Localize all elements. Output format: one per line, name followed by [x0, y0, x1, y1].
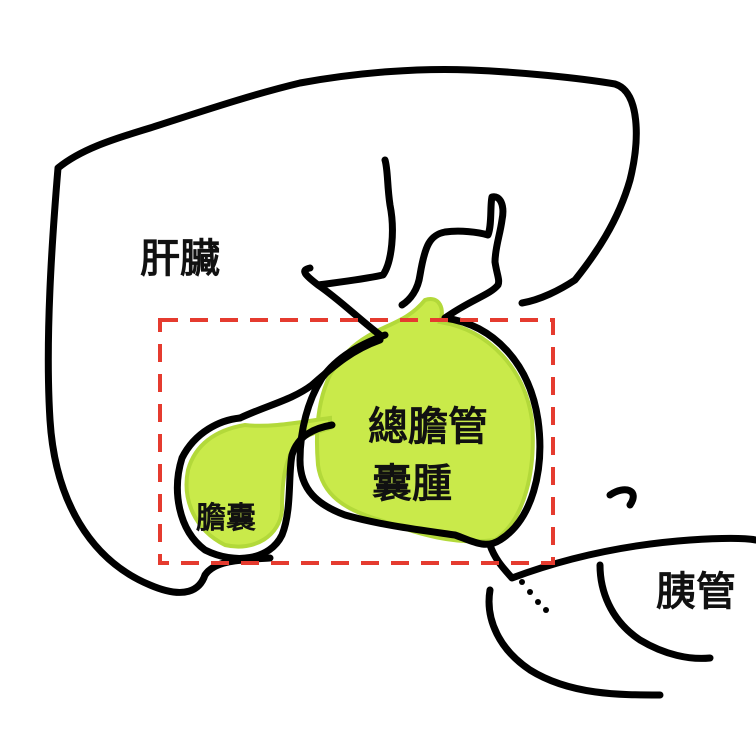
bile-duct-cyst-outline [296, 314, 544, 548]
pancreatic-duct-dots [519, 579, 549, 613]
label-liver: 肝臟 [140, 236, 220, 282]
label-pancreatic-duct: 胰管 [656, 569, 736, 615]
liver-outline [44, 66, 640, 596]
label-cyst-line1: 總膽管 [368, 404, 488, 450]
label-gallbladder: 膽囊 [196, 501, 256, 536]
hepatic-duct-left [301, 156, 396, 339]
gallbladder-outline [173, 414, 336, 562]
duodenum-outline [485, 486, 756, 699]
region-dashed-box [158, 318, 555, 565]
label-cyst-line2: 囊腫 [372, 461, 452, 507]
hepatic-duct-right [398, 193, 507, 322]
